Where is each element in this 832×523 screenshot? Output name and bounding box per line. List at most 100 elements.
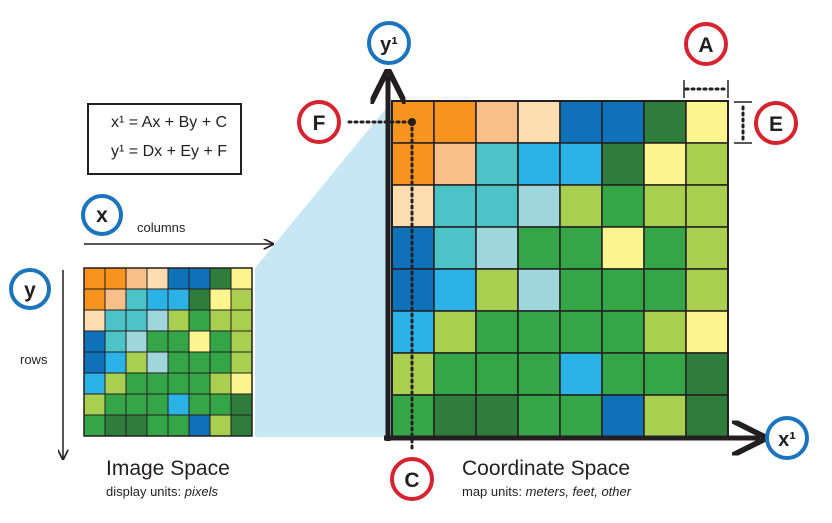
image-space-title: Image Space [106, 457, 230, 480]
image-grid-frame [83, 267, 253, 437]
coordinate-grid-cell [475, 226, 519, 270]
coordinate-space-grid [391, 100, 729, 438]
image-grid-cell [209, 351, 232, 374]
svg-text:F: F [313, 112, 326, 135]
coordinate-grid-cell [517, 184, 561, 228]
coordinate-grid-cell [433, 310, 477, 354]
coordinate-grid-cell [517, 352, 561, 396]
rows-label: rows [20, 352, 48, 367]
coordinate-grid-cell [685, 184, 729, 228]
image-grid-cell [146, 288, 169, 311]
image-grid-cell [83, 414, 106, 437]
image-grid-cell [188, 414, 211, 437]
coordinate-grid-cell [643, 268, 687, 312]
image-grid-cell [167, 414, 190, 437]
svg-text:A: A [698, 34, 713, 57]
coordinate-grid-cell [685, 100, 729, 144]
image-grid-cell [188, 351, 211, 374]
marker-e: E [754, 101, 798, 145]
coordinate-grid-cell [601, 100, 645, 144]
transformation-equations-box: x¹ = Ax + By + C y¹ = Dx + Ey + F [87, 103, 242, 175]
image-grid-cell [146, 351, 169, 374]
coordinate-grid-cell [475, 268, 519, 312]
coordinate-grid-cell [685, 394, 729, 438]
image-space-grid [83, 267, 253, 437]
coordinate-space-subtitle: map units: meters, feet, other [462, 484, 631, 499]
coordinate-grid-cell [601, 394, 645, 438]
image-space-subtitle-prefix: display units: [106, 484, 185, 499]
image-grid-cell [83, 267, 106, 290]
svg-text:y: y [24, 279, 36, 302]
image-grid-cell [167, 393, 190, 416]
image-grid-cell [83, 288, 106, 311]
coordinate-grid-cell [643, 226, 687, 270]
image-grid-cell [188, 288, 211, 311]
image-grid-cell [146, 393, 169, 416]
image-grid-cell [230, 267, 253, 290]
image-grid-cell [146, 372, 169, 395]
image-grid-cell [125, 267, 148, 290]
image-grid-cell [188, 330, 211, 353]
image-grid-cell [209, 393, 232, 416]
coordinate-grid-cell [475, 310, 519, 354]
coordinate-grid-cell [517, 310, 561, 354]
image-grid-cell [230, 393, 253, 416]
image-grid-cell [83, 309, 106, 332]
image-grid-cell [146, 267, 169, 290]
image-grid-cell [167, 267, 190, 290]
image-space-subtitle: display units: pixels [106, 484, 218, 499]
image-space-units: pixels [184, 484, 219, 499]
coordinate-grid-cell [517, 268, 561, 312]
coordinate-grid-cell [643, 352, 687, 396]
image-grid-cell [230, 372, 253, 395]
coordinate-grid-cell [559, 352, 603, 396]
image-grid-cell [125, 288, 148, 311]
coordinate-grid-cell [685, 226, 729, 270]
coordinate-grid-cell [643, 100, 687, 144]
coordinate-grid-cell [685, 310, 729, 354]
coordinate-grid-cell [517, 100, 561, 144]
coordinate-grid-cell [475, 394, 519, 438]
image-grid-cell [125, 393, 148, 416]
equation-y1: y¹ = Dx + Ey + F [111, 143, 228, 160]
image-grid-cell [104, 267, 127, 290]
coordinate-grid-cell [433, 142, 477, 186]
image-grid-cell [188, 309, 211, 332]
coordinate-grid-cell [559, 142, 603, 186]
image-grid-cell [209, 288, 232, 311]
coordinate-grid-cell [559, 100, 603, 144]
x-marker: x [81, 194, 123, 236]
image-grid-cell [104, 351, 127, 374]
image-grid-cell [230, 330, 253, 353]
coordinate-grid-cell [685, 268, 729, 312]
coordinate-grid-cell [643, 310, 687, 354]
coordinate-grid-cell [559, 310, 603, 354]
coordinate-grid-cell [475, 184, 519, 228]
image-grid-cell [104, 309, 127, 332]
image-grid-cell [188, 372, 211, 395]
image-grid-cell [104, 330, 127, 353]
image-grid-cell [230, 414, 253, 437]
image-grid-cell [188, 267, 211, 290]
image-grid-cell [230, 351, 253, 374]
image-grid-cell [104, 288, 127, 311]
image-grid-cell [167, 351, 190, 374]
coordinate-grid-cell [559, 268, 603, 312]
coordinate-grid-cell [643, 184, 687, 228]
coordinate-grid-cell [433, 100, 477, 144]
image-grid-cell [125, 372, 148, 395]
image-grid-cell [146, 414, 169, 437]
image-grid-cell [209, 309, 232, 332]
image-grid-cell [209, 414, 232, 437]
marker-c: C [390, 457, 434, 501]
image-grid-cell [188, 393, 211, 416]
image-grid-cell [167, 288, 190, 311]
image-grid-cell [167, 309, 190, 332]
svg-text:E: E [769, 113, 783, 136]
coordinate-grid-cell [475, 352, 519, 396]
coordinate-grid-cell [601, 226, 645, 270]
projection-frustum [255, 101, 392, 437]
coordinate-grid-cell [433, 226, 477, 270]
coordinate-grid-cell [517, 226, 561, 270]
